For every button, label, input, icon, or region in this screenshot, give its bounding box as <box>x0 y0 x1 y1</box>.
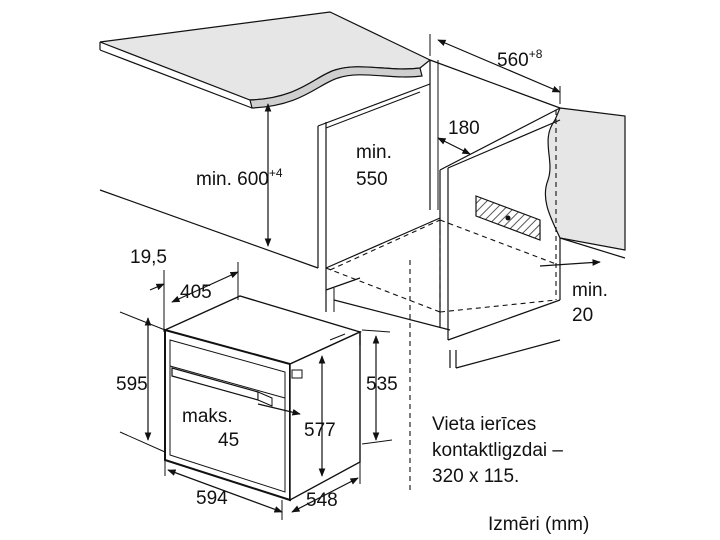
front-offset-label: 19,5 <box>130 247 167 268</box>
socket-note-line1: Vieta ierīces <box>432 414 536 435</box>
socket-point <box>505 215 511 221</box>
units-note: Izmēri (mm) <box>488 514 589 535</box>
side-depth-label: 405 <box>180 282 212 303</box>
height-total-label: 595 <box>116 374 148 395</box>
handle-label: maks. <box>182 406 233 427</box>
niche-dashed <box>325 110 557 490</box>
countertop-left <box>99 11 432 109</box>
niche-width-label: 560+8 <box>497 47 543 71</box>
vent-opening-label: 180 <box>448 118 480 139</box>
min-depth-label: min. <box>356 142 392 163</box>
handle-value: 45 <box>218 430 239 451</box>
width-front-label: 594 <box>196 488 228 509</box>
depth-total-label: 548 <box>306 490 338 511</box>
countertop-right <box>544 107 626 259</box>
oven <box>162 295 362 502</box>
dim-lines <box>119 34 601 520</box>
height-body-label: 535 <box>366 374 398 395</box>
min-height-label: min. 600+4 <box>196 166 283 190</box>
socket-note-line3: 320 x 115. <box>432 466 519 487</box>
min-depth-value: 550 <box>356 169 388 190</box>
height-inner-label: 577 <box>304 420 336 441</box>
socket-note-line2: kontaktligzdai – <box>432 440 563 461</box>
side-min-value: 20 <box>572 305 593 326</box>
side-min-label: min. <box>572 280 608 301</box>
